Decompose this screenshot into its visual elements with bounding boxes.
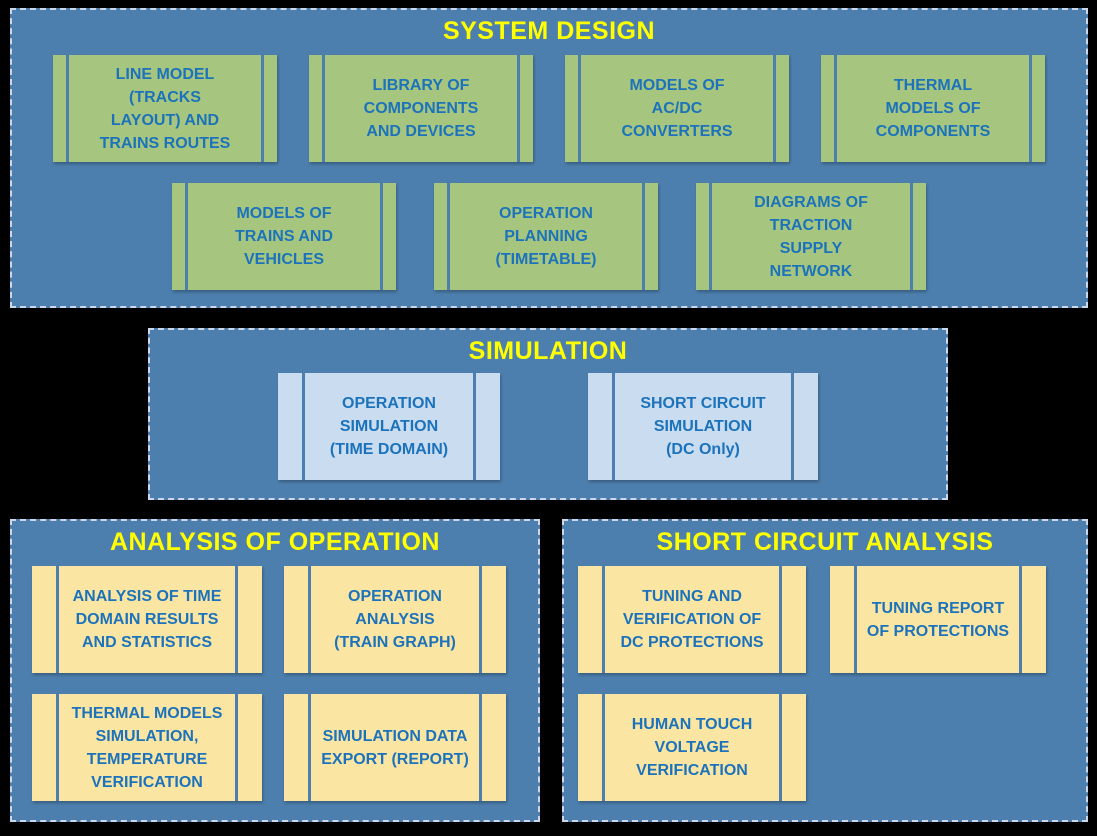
box-label: HUMAN TOUCH VOLTAGE VERIFICATION [631, 716, 753, 779]
box-right-tab [642, 183, 658, 290]
box-label: THERMAL MODELS OF COMPONENTS [875, 77, 991, 140]
box-right-tab [910, 183, 926, 290]
box-right-tab [235, 694, 262, 801]
box-diagrams-traction-network: DIAGRAMS OF TRACTION SUPPLY NETWORK [696, 183, 926, 290]
simulation-row-1: OPERATION SIMULATION (TIME DOMAIN) SHORT… [150, 373, 946, 480]
box-left-tab [696, 183, 712, 290]
box-right-tab [1029, 55, 1045, 162]
box-operation-simulation: OPERATION SIMULATION (TIME DOMAIN) [278, 373, 500, 480]
box-label: LINE MODEL (TRACKS LAYOUT) AND TRAINS RO… [99, 65, 231, 152]
analysis-row-2: THERMAL MODELS SIMULATION, TEMPERATURE V… [12, 694, 538, 801]
box-human-touch-voltage: HUMAN TOUCH VOLTAGE VERIFICATION [578, 694, 806, 801]
box-models-trains-vehicles: MODELS OF TRAINS AND VEHICLES [172, 183, 396, 290]
box-line-model-tracks: LINE MODEL (TRACKS LAYOUT) AND TRAINS RO… [53, 55, 277, 162]
panel-analysis-of-operation: ANALYSIS OF OPERATION ANALYSIS OF TIME D… [10, 519, 540, 822]
box-right-tab [261, 55, 277, 162]
box-thermal-models-components: THERMAL MODELS OF COMPONENTS [821, 55, 1045, 162]
box-right-tab [479, 694, 506, 801]
box-left-tab [172, 183, 188, 290]
box-operation-analysis: OPERATION ANALYSIS (TRAIN GRAPH) [284, 566, 506, 673]
box-left-tab [588, 373, 615, 480]
box-left-tab [53, 55, 69, 162]
box-label: TUNING AND VERIFICATION OF DC PROTECTION… [620, 588, 764, 651]
box-right-tab [517, 55, 533, 162]
box-right-tab [235, 566, 262, 673]
box-short-circuit-simulation: SHORT CIRCUIT SIMULATION (DC Only) [588, 373, 818, 480]
short-circuit-row-1: TUNING AND VERIFICATION OF DC PROTECTION… [564, 566, 1086, 673]
box-library-components: LIBRARY OF COMPONENTS AND DEVICES [309, 55, 533, 162]
short-circuit-row-2: HUMAN TOUCH VOLTAGE VERIFICATION [564, 694, 1086, 801]
box-label: OPERATION PLANNING (TIMETABLE) [495, 205, 597, 268]
box-right-tab [773, 55, 789, 162]
box-label: SIMULATION DATA EXPORT (REPORT) [321, 727, 469, 768]
box-left-tab [32, 566, 59, 673]
system-design-row-2: MODELS OF TRAINS AND VEHICLES OPERATION … [12, 183, 1086, 290]
box-tuning-report: TUNING REPORT OF PROTECTIONS [830, 566, 1046, 673]
panel-title-short-circuit-analysis: SHORT CIRCUIT ANALYSIS [656, 528, 994, 556]
box-label: MODELS OF AC/DC CONVERTERS [621, 77, 733, 140]
box-ac-dc-converters: MODELS OF AC/DC CONVERTERS [565, 55, 789, 162]
box-left-tab [32, 694, 59, 801]
panel-short-circuit-analysis: SHORT CIRCUIT ANALYSIS TUNING AND VERIFI… [562, 519, 1088, 822]
panel-simulation: SIMULATION OPERATION SIMULATION (TIME DO… [148, 328, 948, 500]
panel-system-design: SYSTEM DESIGN LINE MODEL (TRACKS LAYOUT)… [10, 8, 1088, 308]
box-left-tab [578, 566, 605, 673]
box-operation-planning: OPERATION PLANNING (TIMETABLE) [434, 183, 658, 290]
box-label: OPERATION ANALYSIS (TRAIN GRAPH) [334, 588, 456, 651]
box-right-tab [380, 183, 396, 290]
system-design-row-1: LINE MODEL (TRACKS LAYOUT) AND TRAINS RO… [12, 55, 1086, 162]
box-left-tab [309, 55, 325, 162]
box-label: THERMAL MODELS SIMULATION, TEMPERATURE V… [71, 704, 223, 791]
box-left-tab [278, 373, 305, 480]
box-right-tab [479, 566, 506, 673]
box-tuning-verification: TUNING AND VERIFICATION OF DC PROTECTION… [578, 566, 806, 673]
box-label: SHORT CIRCUIT SIMULATION (DC Only) [640, 395, 766, 458]
panel-title-system-design: SYSTEM DESIGN [442, 17, 656, 45]
box-left-tab [821, 55, 837, 162]
box-left-tab [578, 694, 605, 801]
box-label: ANALYSIS OF TIME DOMAIN RESULTS AND STAT… [72, 588, 222, 651]
box-simulation-data-export: SIMULATION DATA EXPORT (REPORT) [284, 694, 506, 801]
box-label: OPERATION SIMULATION (TIME DOMAIN) [329, 395, 449, 458]
box-left-tab [284, 694, 311, 801]
panel-title-simulation: SIMULATION [468, 337, 628, 365]
box-left-tab [434, 183, 450, 290]
box-thermal-models-simulation: THERMAL MODELS SIMULATION, TEMPERATURE V… [32, 694, 262, 801]
box-label: DIAGRAMS OF TRACTION SUPPLY NETWORK [754, 193, 868, 280]
box-left-tab [565, 55, 581, 162]
box-analysis-time-domain: ANALYSIS OF TIME DOMAIN RESULTS AND STAT… [32, 566, 262, 673]
box-label: MODELS OF TRAINS AND VEHICLES [234, 205, 334, 268]
analysis-row-1: ANALYSIS OF TIME DOMAIN RESULTS AND STAT… [12, 566, 538, 673]
box-right-tab [1019, 566, 1046, 673]
box-left-tab [284, 566, 311, 673]
box-label: TUNING REPORT OF PROTECTIONS [866, 599, 1010, 640]
box-right-tab [791, 373, 818, 480]
box-left-tab [830, 566, 857, 673]
box-label: LIBRARY OF COMPONENTS AND DEVICES [363, 77, 479, 140]
box-right-tab [473, 373, 500, 480]
panel-title-analysis-of-operation: ANALYSIS OF OPERATION [110, 528, 440, 556]
box-right-tab [779, 694, 806, 801]
box-right-tab [779, 566, 806, 673]
